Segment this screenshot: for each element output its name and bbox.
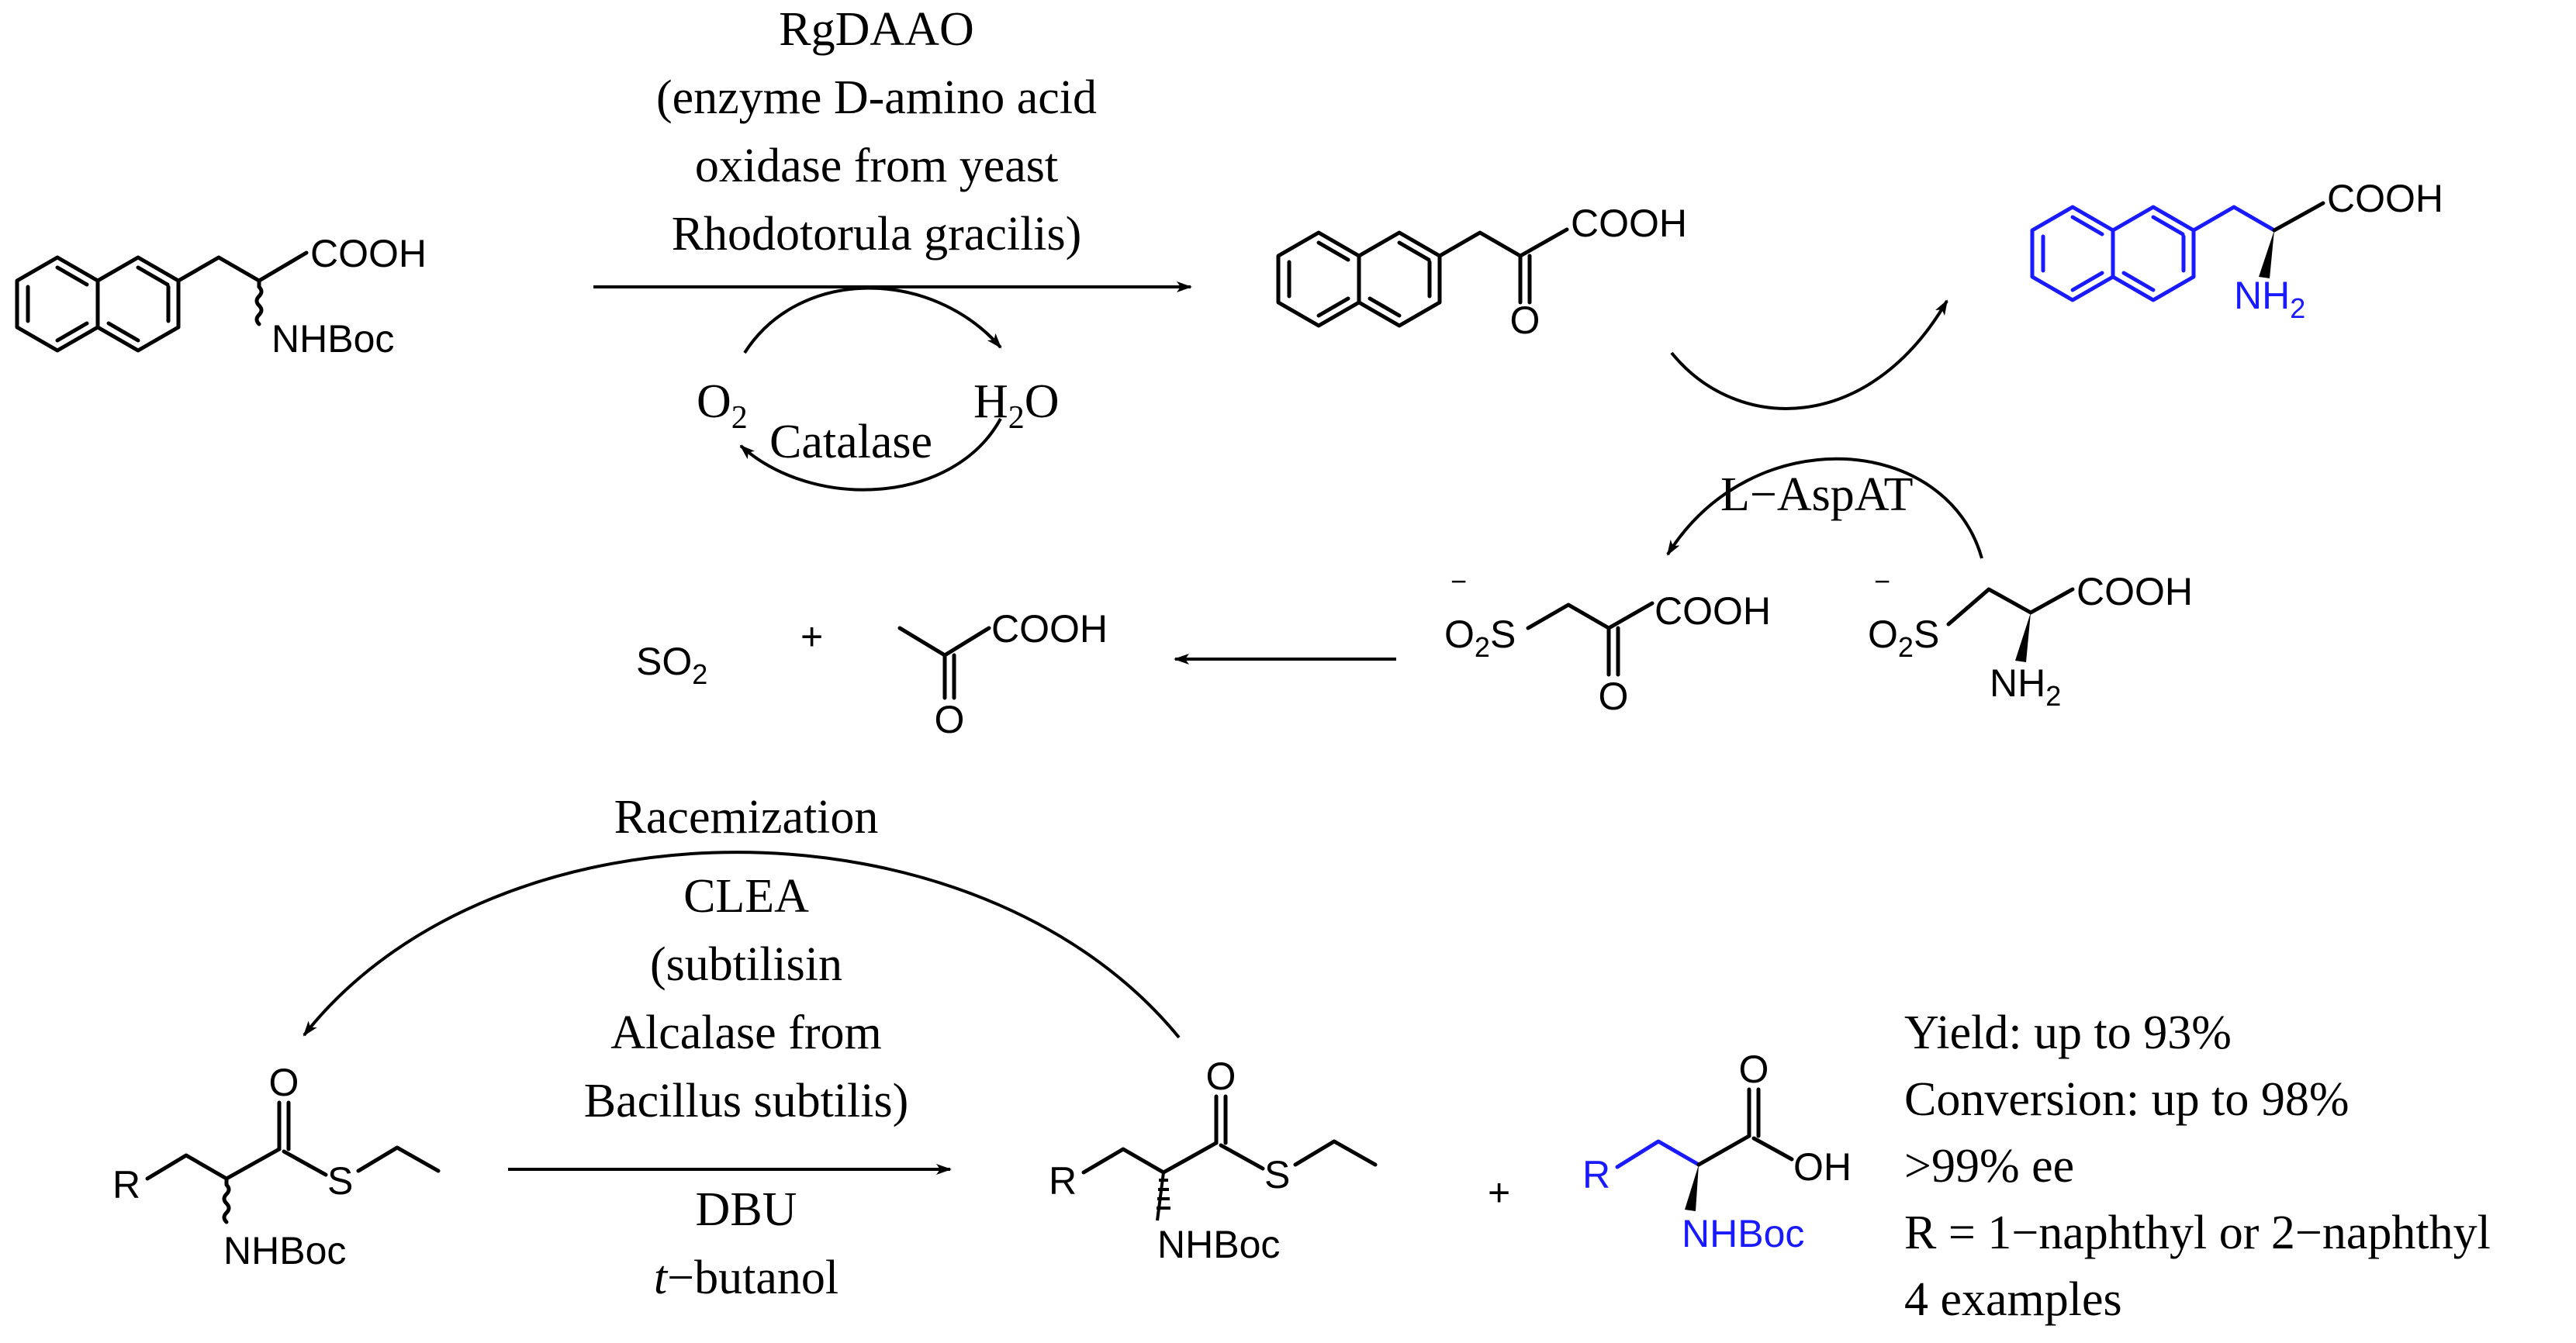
- bottom-reaction-arrow-group: CLEA (subtilisin Alcalase from Bacillus …: [508, 870, 952, 1304]
- d-thioester-product: R O S NHBoc: [1049, 1055, 1378, 1266]
- enzyme-desc-line4: Rhodotorula gracilis): [672, 208, 1082, 261]
- keto-o-label: O: [1510, 299, 1540, 342]
- cond-alcalase: Alcalase from: [610, 1006, 881, 1059]
- h2o-label: H2O: [973, 375, 1060, 436]
- racemization-arc: [303, 851, 1181, 1039]
- sm-cooh-label: COOH: [310, 232, 427, 275]
- prod2-r-label: R: [1582, 1153, 1610, 1196]
- catalase-label: Catalase: [769, 416, 932, 468]
- csa-nh2-label: NH2: [1990, 661, 2061, 712]
- prod1-r-label: R: [1049, 1159, 1077, 1203]
- cond-bacillus: Bacillus subtilis): [584, 1075, 909, 1127]
- l-naphthylalanine-product: COOH NH2: [2030, 177, 2443, 324]
- prod-nh2-label: NH2: [2234, 274, 2305, 324]
- csa-charge: −: [1874, 565, 1890, 597]
- starting-material-boc-naphthylalanine: COOH NHBoc: [15, 232, 427, 361]
- transamination-cycle: L−AspAT: [1666, 299, 1983, 559]
- cond-dbu: DBU: [696, 1183, 797, 1236]
- so2-and-pyruvate: SO2 + COOH O: [636, 607, 1108, 741]
- enzyme-name: RgDAAO: [779, 3, 973, 56]
- prod2-o-label: O: [1739, 1048, 1769, 1091]
- cond-clea: CLEA: [683, 870, 809, 923]
- keto-cooh-label: COOH: [1571, 202, 1687, 245]
- sm-s-label: S: [327, 1159, 353, 1203]
- l-boc-amino-acid-product: R O OH NHBoc: [1582, 1048, 1852, 1255]
- keto-sulfinate-o2s-label: O2S: [1444, 613, 1516, 663]
- cysteine-sulfinic-acid: − O2S COOH NH2: [1868, 565, 2193, 712]
- sulfinylpyruvate: − O2S COOH O: [1444, 565, 1771, 718]
- result-ee: >99% ee: [1904, 1140, 2074, 1193]
- prod2-oh-label: OH: [1793, 1145, 1852, 1189]
- prod1-s-label: S: [1264, 1153, 1290, 1196]
- racemization-loop: Racemization: [303, 791, 1181, 1039]
- csa-o2s-label: O2S: [1868, 613, 1939, 663]
- pyruvate-cooh-label: COOH: [991, 607, 1108, 651]
- racemic-thioester: R O S NHBoc: [112, 1061, 441, 1272]
- enzyme-desc-line3: oxidase from yeast: [695, 140, 1058, 192]
- plus-sign-top: +: [800, 615, 823, 658]
- result-r-groups: R = 1−naphthyl or 2−naphthyl: [1904, 1207, 2491, 1259]
- catalase-cycle: O2 H2O Catalase: [697, 286, 1060, 492]
- sm-o-label: O: [269, 1061, 299, 1104]
- plus-sign-bottom: +: [1488, 1171, 1510, 1214]
- result-conversion: Conversion: up to 98%: [1904, 1073, 2349, 1126]
- keto-sulfinate-cooh-label: COOH: [1655, 589, 1771, 633]
- results-summary: Yield: up to 93% Conversion: up to 98% >…: [1904, 1006, 2491, 1326]
- enzyme-desc-line2: (enzyme D-amino acid: [656, 71, 1097, 124]
- csa-cooh-label: COOH: [2076, 570, 2193, 613]
- keto-sulfinate-o-label: O: [1599, 675, 1629, 718]
- prod2-nhboc-label: NHBoc: [1682, 1212, 1804, 1255]
- cond-solvent: t−butanol: [654, 1252, 838, 1304]
- so2-label: SO2: [636, 640, 707, 690]
- result-yield: Yield: up to 93%: [1904, 1006, 2232, 1059]
- sm-nhboc-label-bottom: NHBoc: [223, 1229, 346, 1272]
- racemization-label: Racemization: [614, 791, 879, 844]
- prod1-o-label: O: [1206, 1055, 1236, 1098]
- prod-cooh-label: COOH: [2327, 177, 2443, 220]
- pyruvate-o-label: O: [935, 698, 965, 741]
- top-reaction-arrow-group: RgDAAO (enzyme D-amino acid oxidase from…: [593, 3, 1192, 292]
- keto-sulfinate-charge: −: [1451, 565, 1467, 597]
- cond-subtilisin: (subtilisin: [650, 938, 842, 991]
- result-examples: 4 examples: [1904, 1273, 2122, 1326]
- naphthylpyruvic-acid: COOH O: [1276, 202, 1687, 342]
- sm-r-label: R: [112, 1163, 140, 1207]
- sm-nhboc-label: NHBoc: [271, 317, 394, 361]
- prod1-nhboc-label: NHBoc: [1157, 1223, 1280, 1266]
- aspat-label: L−AspAT: [1720, 468, 1914, 521]
- o2-label: O2: [697, 375, 748, 436]
